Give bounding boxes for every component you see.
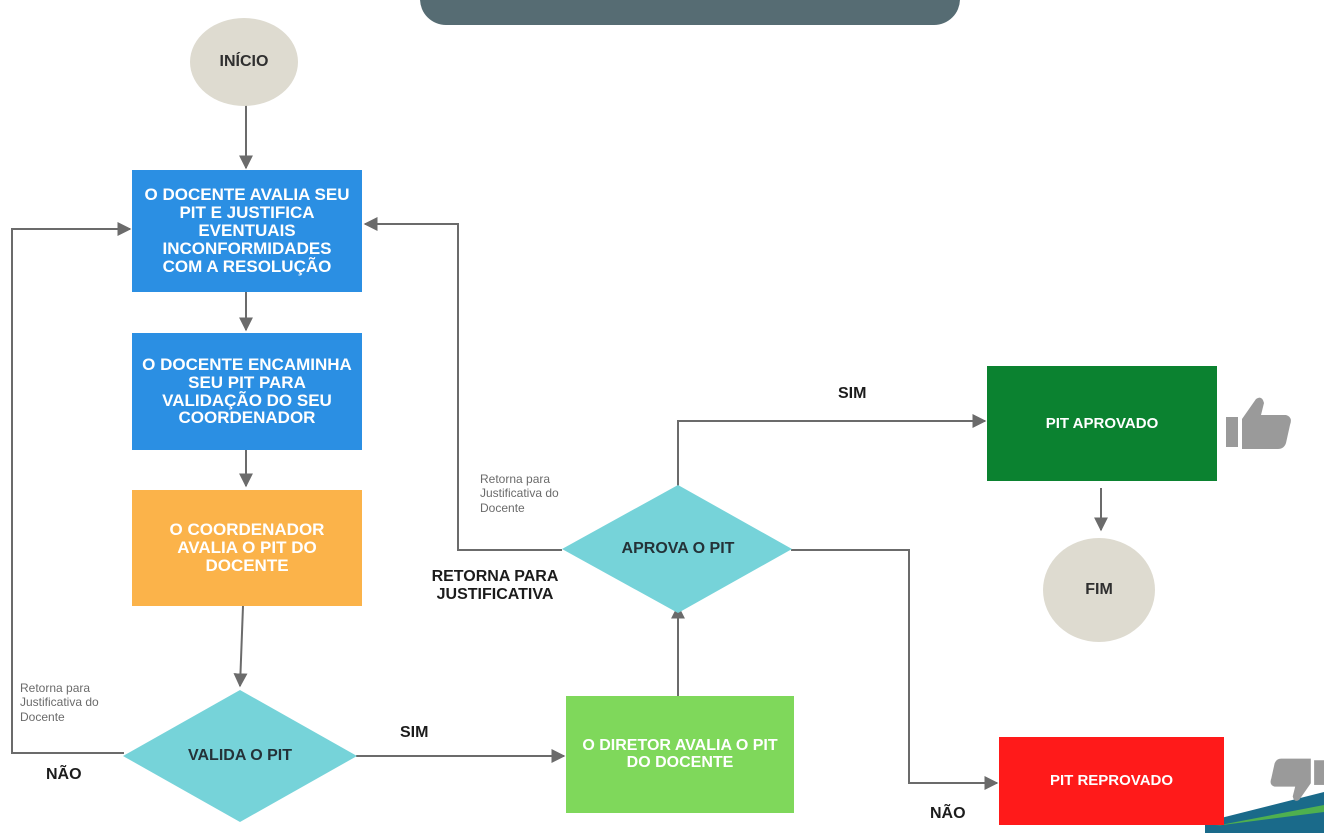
start-label: INÍCIO xyxy=(219,52,269,70)
header-bar xyxy=(420,0,960,25)
note-return-left: Retorna para Justificativa do Docente xyxy=(20,681,99,724)
no-label-1: NÃO xyxy=(46,766,82,783)
decision1-label: VALIDA O PIT xyxy=(188,747,292,764)
arrow-decision1-no xyxy=(11,222,132,754)
step1-box: O DOCENTE AVALIA SEU PIT E JUSTIFICA EVE… xyxy=(132,170,362,292)
step3-label: O COORDENADOR AVALIA O PIT DO DOCENTE xyxy=(169,520,325,575)
decision2-label: APROVA O PIT xyxy=(621,540,735,557)
arrow-decision2-return xyxy=(363,217,562,551)
step4-label: O DIRETOR AVALIA O PIT DO DOCENTE xyxy=(582,736,778,771)
arrow-decision2-no xyxy=(791,549,999,790)
thumbs-down-icon xyxy=(1270,758,1324,801)
decision1-diamond xyxy=(123,690,357,822)
approved-box: PIT APROVADO xyxy=(987,366,1217,481)
step4-box: O DIRETOR AVALIA O PIT DO DOCENTE xyxy=(566,696,794,813)
end-label: FIM xyxy=(1085,580,1113,598)
yes-label-1: SIM xyxy=(400,724,429,741)
yes-label-2: SIM xyxy=(838,385,867,402)
end-node: FIM xyxy=(1043,538,1155,642)
decision2-diamond xyxy=(562,485,792,613)
step3-box: O COORDENADOR AVALIA O PIT DO DOCENTE xyxy=(132,490,362,606)
approved-label: PIT APROVADO xyxy=(1045,414,1159,432)
arrow-decision2-yes xyxy=(677,414,987,486)
rejected-label: PIT REPROVADO xyxy=(1049,772,1174,790)
start-node: INÍCIO xyxy=(190,18,298,106)
thumbs-up-icon xyxy=(1226,397,1291,449)
return-justification-label: RETORNA PARA JUSTIFICATIVA xyxy=(431,568,559,603)
rejected-box: PIT REPROVADO xyxy=(999,737,1224,825)
note-return-middle: Retorna para Justificativa do Docente xyxy=(480,472,559,515)
arrow-step3-decision1 xyxy=(233,605,248,688)
step2-box: O DOCENTE ENCAMINHA SEU PIT PARA VALIDAÇ… xyxy=(132,333,362,450)
step2-label: O DOCENTE ENCAMINHA SEU PIT PARA VALIDAÇ… xyxy=(142,354,352,428)
step1-label: O DOCENTE AVALIA SEU PIT E JUSTIFICA EVE… xyxy=(144,185,350,276)
no-label-2: NÃO xyxy=(930,805,966,822)
corner-decoration-accent xyxy=(1215,805,1324,826)
